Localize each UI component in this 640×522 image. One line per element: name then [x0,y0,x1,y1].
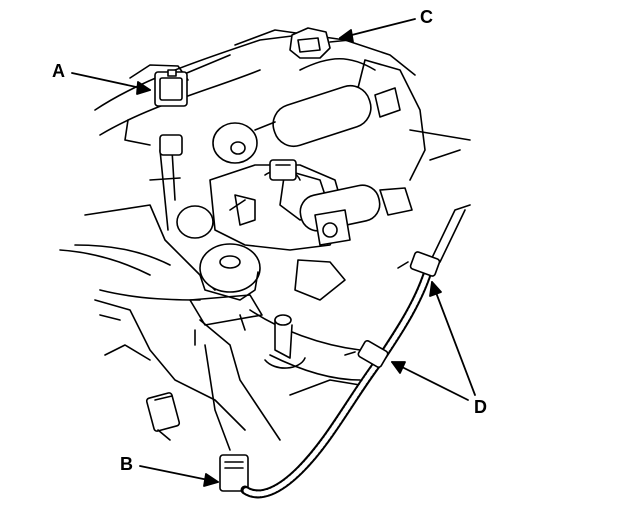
solenoid-cylinder [254,84,401,148]
lower-actuator-cylinder [299,184,413,246]
cap-left-upper [212,122,258,164]
cap-left-lower [176,205,214,239]
harness-clamp-lower [344,340,389,368]
throttle-connector [269,159,297,181]
connector-c [289,27,351,59]
stud-post [264,314,306,369]
connector-a [124,64,189,146]
callout-label-c: C [420,7,433,27]
harness-clamp-upper [397,251,441,277]
cap-center [199,243,261,301]
connector-b-upper [145,392,181,441]
pointer-arrows [71,18,476,487]
connector-b [219,454,249,492]
wire-harness [240,204,471,499]
callout-label-d: D [474,397,487,417]
mounting-bracket [189,259,346,331]
engine-block-outline [59,29,471,451]
callout-label-a: A [52,61,65,81]
sensor-stem [149,134,183,231]
callout-label-b: B [120,454,133,474]
